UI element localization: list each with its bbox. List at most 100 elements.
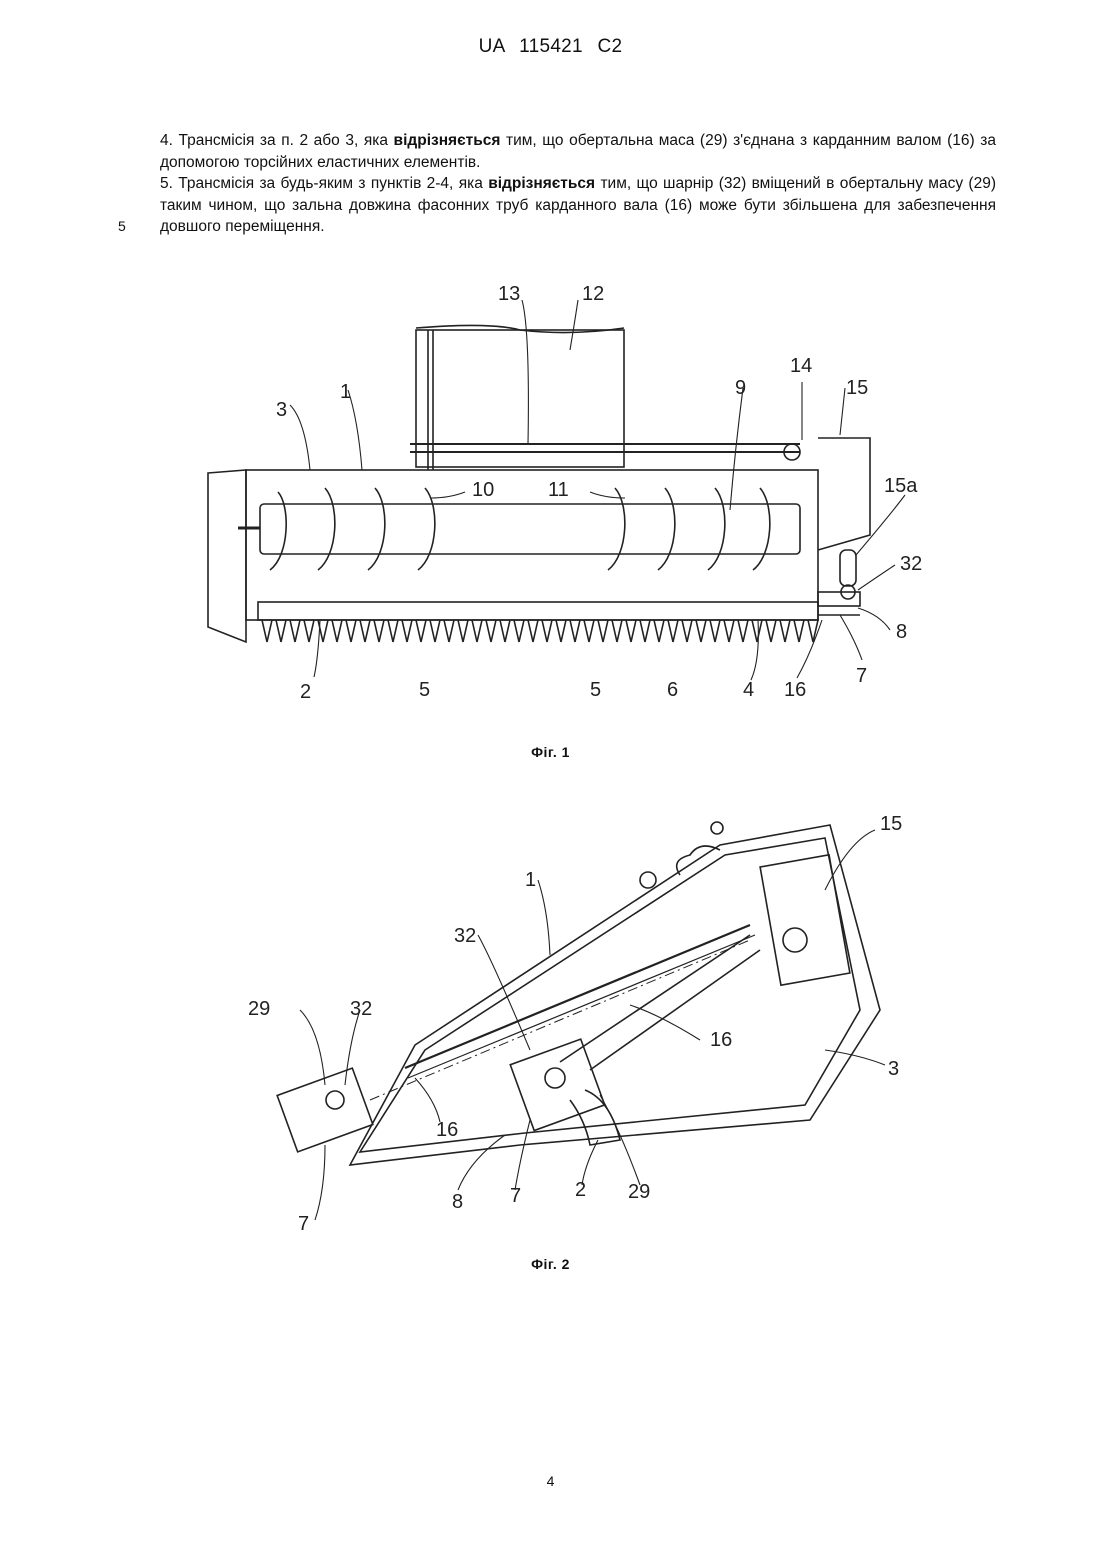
cutting-tooth [710,620,720,642]
cutting-tooth [780,620,790,642]
fig1-label-5a: 5 [419,679,430,701]
bracket-hole [711,822,723,834]
fig2-label-32b: 32 [350,998,372,1020]
auger-tube-9 [260,504,800,554]
cutting-tooth [500,620,510,642]
cutting-tooth [570,620,580,642]
tower-outline [416,330,624,467]
fig2-label-7a: 7 [510,1185,521,1207]
cutting-tooth [752,620,762,642]
fig1-label-5b: 5 [590,679,601,701]
cutting-tooth [556,620,566,642]
fig2-label-29a: 29 [248,998,270,1020]
fig1-label-15a: 15a [884,475,918,497]
line-number: 5 [118,218,126,234]
cutting-tooth [472,620,482,642]
cutting-tooth [626,620,636,642]
cutting-tooth [584,620,594,642]
fig1-label-1: 1 [340,381,351,403]
fig1-label-2: 2 [300,681,311,703]
fig1-label-9: 9 [735,377,746,399]
gearbox-29-middle [510,1039,604,1130]
fig2-label-29b: 29 [628,1181,650,1203]
cutting-tooth [388,620,398,642]
box-15 [818,438,870,550]
gearbox-left-hub [326,1091,344,1109]
cutting-tooth [262,620,272,642]
claim-5-text-start: 5. Трансмісія за будь-яким з пунктів 2-4… [160,175,488,192]
auger-flights [270,488,770,570]
knife-bar-4 [258,602,818,620]
cutting-tooth [668,620,678,642]
break-line [416,325,624,332]
fig1-label-4: 4 [743,679,754,701]
cutting-tooth [542,620,552,642]
cylinder-15a [840,550,856,586]
cutting-tooth [766,620,776,642]
fig1-label-8: 8 [896,621,907,643]
fig1-label-11: 11 [548,479,569,501]
cutting-tooth [402,620,412,642]
cutting-tooth [346,620,356,642]
fig1-label-7: 7 [856,665,867,687]
cardan-shaft-16-edge [408,935,755,1078]
header-country: UA [479,36,505,57]
cutting-tooth [724,620,734,642]
cutting-tooth [416,620,426,642]
cutting-tooth [612,620,622,642]
cutting-tooth [332,620,342,642]
figure-2-drawing: 15 1 32 29 32 16 3 16 8 7 2 29 7 [230,800,930,1240]
fig2-label-1: 1 [525,869,536,891]
bracket [677,846,720,875]
cutting-tooth [290,620,300,642]
cutting-tooth [486,620,496,642]
end-plate-3 [208,470,246,642]
figure-2: 15 1 32 29 32 16 3 16 8 7 2 29 7 [230,800,930,1240]
cutting-tooth [444,620,454,642]
figure-1-caption: Фіг. 1 [0,744,1101,760]
cutting-tooth [808,620,818,642]
claim-4-keyword: відрізняється [394,132,501,149]
gearbox-29-hub [545,1068,565,1088]
gearbox-15 [760,855,850,985]
fig1-label-13: 13 [498,283,520,305]
cutting-tooth [360,620,370,642]
fig2-label-32a: 32 [454,925,476,947]
leader-lines-2 [300,830,885,1220]
figure-1: 13 12 14 15 3 1 9 10 11 15a 32 8 7 16 4 … [190,270,940,720]
fig2-label-7b: 7 [298,1213,309,1235]
cutting-tooth [528,620,538,642]
fig1-label-14: 14 [790,355,812,377]
bracket-hole [640,872,656,888]
fig1-label-32: 32 [900,553,922,575]
drive-8 [818,592,860,606]
figure-2-caption: Фіг. 2 [0,1256,1101,1272]
claim-5-keyword: відрізняється [488,175,595,192]
cutting-tooth [738,620,748,642]
centerline [370,940,750,1100]
claim-5: 5. Трансмісія за будь-яким з пунктів 2-4… [160,173,996,238]
fig1-label-3: 3 [276,399,287,421]
claims-text: 4. Трансмісія за п. 2 або 3, яка відрізн… [160,130,996,238]
fig2-label-15: 15 [880,813,902,835]
fig1-label-10: 10 [472,479,494,501]
fig1-label-15: 15 [846,377,868,399]
fig2-label-8: 8 [452,1191,463,1213]
claim-4: 4. Трансмісія за п. 2 або 3, яка відрізн… [160,130,996,173]
cutting-tooth [682,620,692,642]
fig1-label-6: 6 [667,679,678,701]
fig1-label-16: 16 [784,679,806,701]
cutting-tooth [640,620,650,642]
claim-4-text-start: 4. Трансмісія за п. 2 або 3, яка [160,132,394,149]
cutting-tooth [654,620,664,642]
fig2-label-16b: 16 [436,1119,458,1141]
header-kind: C2 [598,36,623,57]
cutting-tooth [696,620,706,642]
cutting-tooth [276,620,286,642]
leader-lines [290,300,905,680]
cutting-tooth [304,620,314,642]
gearbox-15-hub [783,928,807,952]
cutting-tooth [430,620,440,642]
cutting-tooth [598,620,608,642]
cutting-tooth [458,620,468,642]
